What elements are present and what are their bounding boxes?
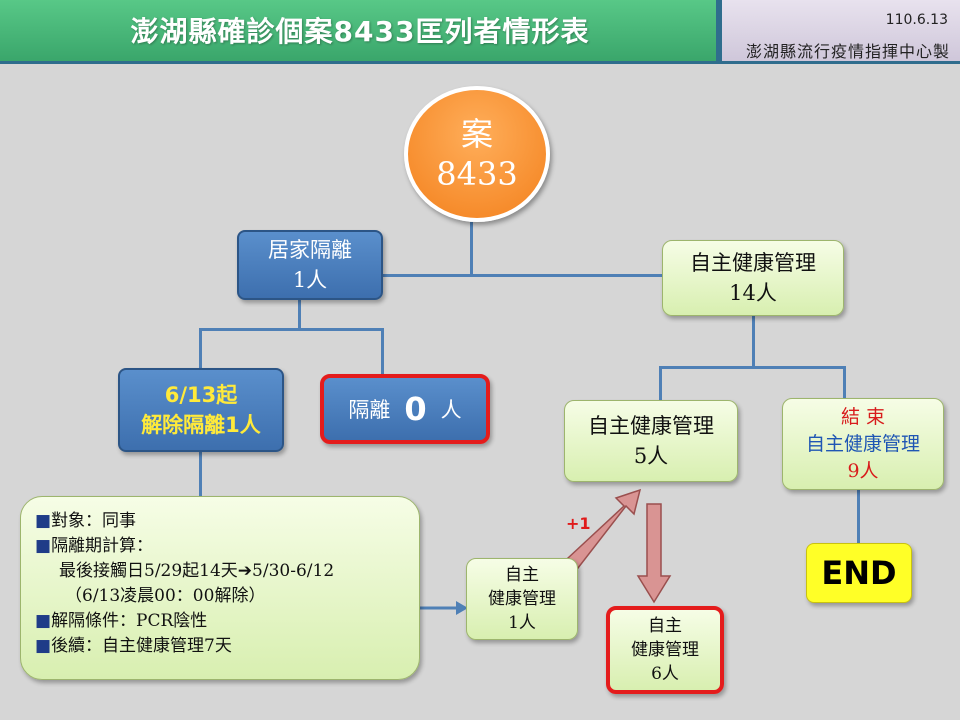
- isolation-note: ■對象：同事 ■隔離期計算： 最後接觸日5/29起14天➔5/30-6/12 （…: [20, 496, 420, 680]
- home-isolation-node: 居家隔離 1人: [237, 230, 383, 300]
- connector-ended-to-end: [857, 490, 860, 543]
- connector-case-down: [470, 222, 473, 276]
- home-isolation-label: 居家隔離: [268, 238, 352, 262]
- header-info-panel: 110.6.13 澎湖縣流行疫情指揮中心製: [716, 0, 960, 64]
- self-health-mgmt-node: 自主健康管理 14人: [662, 240, 844, 316]
- shm-small-1-line2: 健康管理: [488, 589, 556, 609]
- arrow-note-to-shm1: [420, 601, 468, 615]
- plus-one-label: +1: [566, 514, 591, 533]
- note-period-title: ■隔離期計算：: [35, 536, 154, 556]
- arrow-shm5-to-shm6: [636, 503, 672, 604]
- shm-small-6-node: 自主 健康管理 6人: [606, 606, 724, 694]
- released-node: 6/13起 解除隔離1人: [118, 368, 284, 452]
- shm-small-6-line1: 自主: [648, 616, 682, 636]
- self-health-mgmt-count: 14人: [729, 281, 777, 305]
- home-isolation-count: 1人: [292, 268, 328, 292]
- connector-to-shm5: [659, 366, 662, 400]
- shm-5-label: 自主健康管理: [588, 414, 714, 438]
- shm-5-node: 自主健康管理 5人: [564, 400, 738, 482]
- shm-5-count: 5人: [633, 444, 669, 468]
- isolation-node: 隔離 0 人: [320, 374, 490, 444]
- note-period-line2: （6/13凌晨00：00解除）: [65, 586, 266, 606]
- shm-small-6-line2: 健康管理: [631, 640, 699, 660]
- shm-small-1-count: 1人: [508, 613, 536, 633]
- case-node-number: 8433: [436, 155, 518, 193]
- released-date: 6/13起: [164, 383, 238, 407]
- ended-node: 結 束 自主健康管理 9人: [782, 398, 944, 490]
- connector-to-ended: [843, 366, 846, 400]
- ended-count: 9人: [847, 459, 879, 482]
- isolation-label: 隔離: [348, 398, 391, 422]
- released-count: 解除隔離1人: [141, 413, 261, 437]
- shm-small-1-node: 自主 健康管理 1人: [466, 558, 578, 640]
- connector-home-down: [298, 300, 301, 330]
- ended-label: 自主健康管理: [805, 432, 920, 455]
- case-node-label: 案: [460, 115, 493, 153]
- page-title: 澎湖縣確診個案8433匡列者情形表: [130, 15, 590, 48]
- shm-small-1-line1: 自主: [505, 565, 539, 585]
- connector-home-split: [199, 328, 384, 331]
- case-node: 案 8433: [404, 86, 550, 222]
- self-health-mgmt-label: 自主健康管理: [690, 251, 816, 275]
- shm-small-6-count: 6人: [651, 664, 679, 684]
- note-release-condition: ■解隔條件：PCR陰性: [35, 611, 208, 631]
- connector-shm-split: [659, 366, 846, 369]
- connector-main-horizontal: [383, 274, 664, 277]
- note-period-line1: 最後接觸日5/29起14天➔5/30-6/12: [59, 561, 335, 581]
- ended-title: 結 束: [840, 405, 886, 428]
- arrow-shm1-to-shm5: [566, 488, 642, 570]
- header-date: 110.6.13: [885, 12, 948, 28]
- connector-to-released: [199, 328, 202, 370]
- end-node: END: [806, 543, 912, 603]
- header-banner: [0, 0, 720, 64]
- connector-shm-down: [752, 316, 755, 368]
- header-org: 澎湖縣流行疫情指揮中心製: [745, 42, 950, 61]
- note-target: ■對象：同事: [35, 511, 137, 531]
- isolation-count: 0: [404, 390, 427, 428]
- isolation-unit: 人: [440, 398, 462, 422]
- connector-to-isolation: [381, 328, 384, 376]
- connector-released-to-note: [199, 452, 202, 498]
- note-followup: ■後續：自主健康管理7天: [35, 636, 232, 656]
